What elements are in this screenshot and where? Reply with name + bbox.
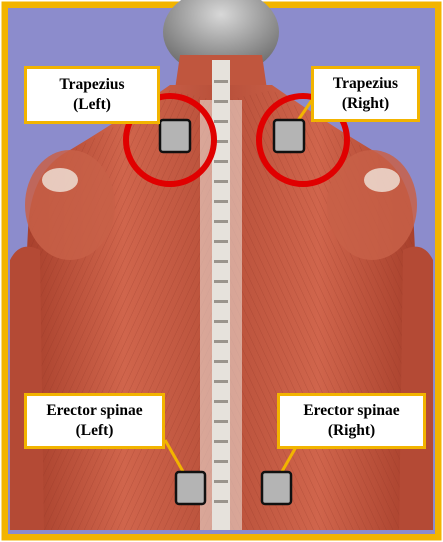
label-side: (Left) (27, 421, 162, 441)
left-deltoid (25, 150, 115, 260)
label-trapezius-left: Trapezius (Left) (24, 66, 160, 124)
sensor-trapezius-left (160, 120, 190, 152)
label-erector-spinae-left: Erector spinae (Left) (24, 393, 165, 449)
sensor-trapezius-right (274, 120, 304, 152)
left-arm (10, 247, 44, 530)
label-name: Trapezius (314, 74, 417, 94)
sensor-erector-left (176, 472, 205, 504)
label-side: (Right) (314, 94, 417, 114)
label-name: Erector spinae (280, 401, 423, 421)
label-name: Erector spinae (27, 401, 162, 421)
label-name: Trapezius (27, 75, 157, 95)
sensor-erector-right (262, 472, 291, 504)
label-side: (Right) (280, 421, 423, 441)
label-side: (Left) (27, 95, 157, 115)
label-trapezius-right: Trapezius (Right) (311, 66, 420, 122)
label-erector-spinae-right: Erector spinae (Right) (277, 393, 426, 449)
right-arm (399, 247, 433, 530)
